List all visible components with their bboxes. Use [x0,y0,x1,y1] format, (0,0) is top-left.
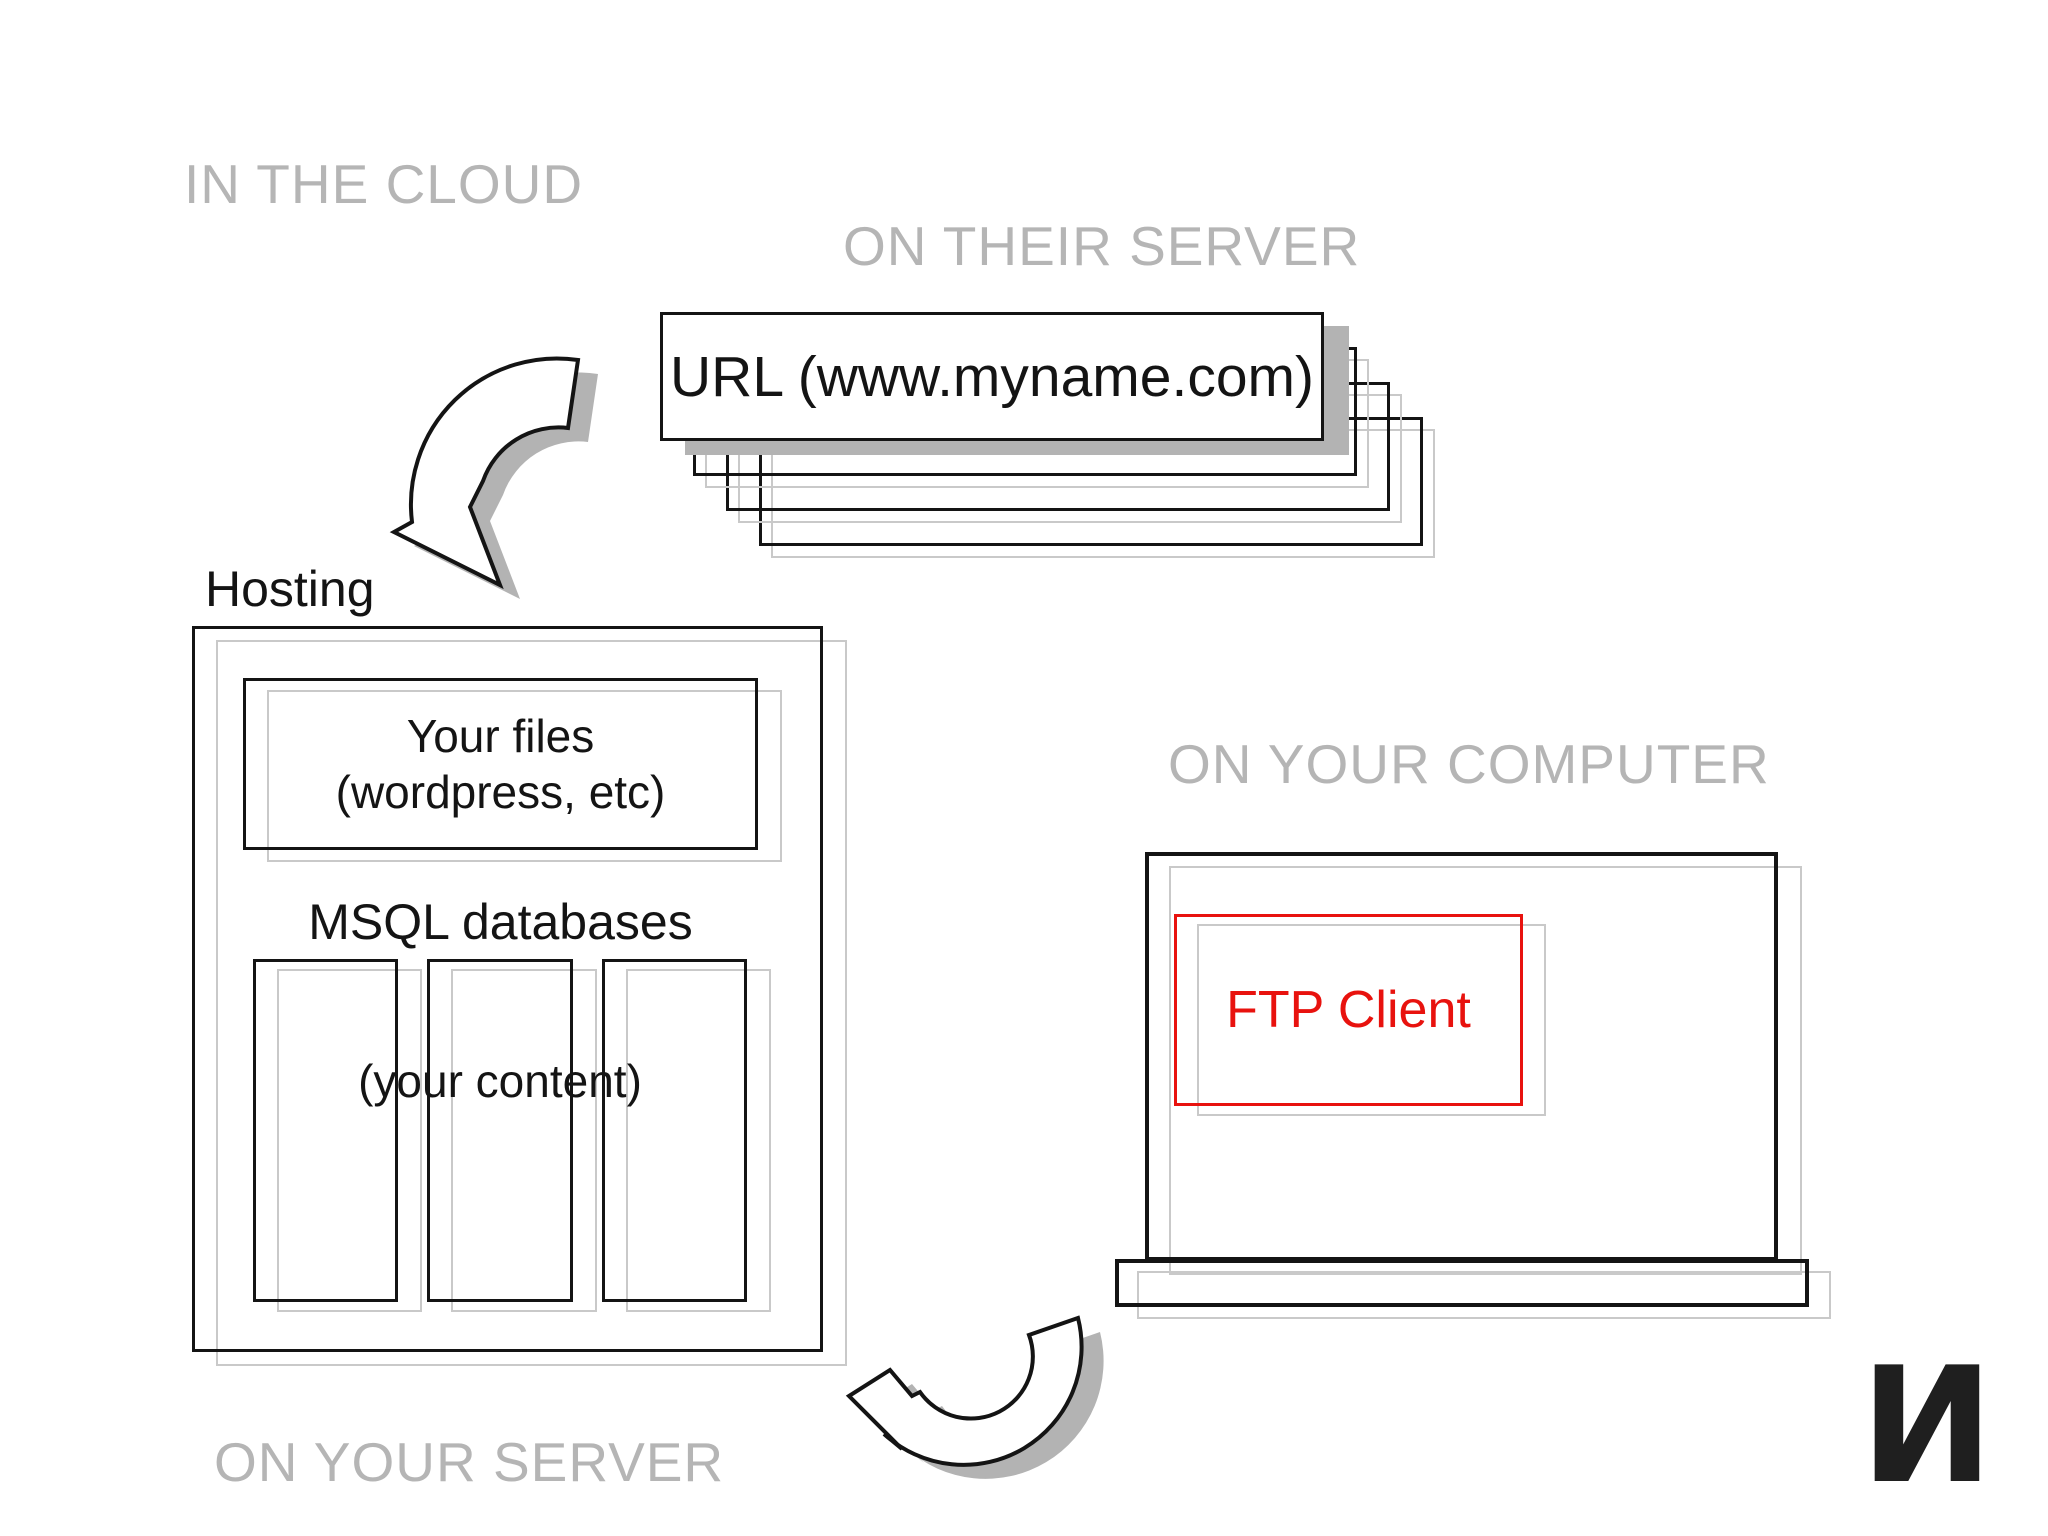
files-box-line1: Your files [406,709,595,762]
url-label: URL (www.myname.com) [670,344,1314,409]
ftp-client-label: FTP Client [1226,981,1471,1039]
db-column-ghost-2 [451,969,597,1312]
laptop-base [1115,1259,1809,1307]
laptop-screen-ghost [1169,866,1802,1275]
arrow-url-to-hosting-icon [389,356,598,599]
ftp-client-box: FTP Client [1174,914,1523,1106]
databases-caption: (your content) [358,1055,642,1107]
label-on-their-server: ON THEIR SERVER [843,215,1361,277]
label-on-your-server: ON YOUR SERVER [214,1431,725,1493]
hosting-box [192,626,823,1352]
db-column-ghost-3 [626,969,771,1312]
label-on-your-computer: ON YOUR COMPUTER [1168,733,1770,795]
label-in-the-cloud: IN THE CLOUD [184,153,584,215]
files-box-ghost [267,690,782,862]
mirrored-n-logo: И [1860,1332,1994,1519]
db-column-ghost-1 [277,969,422,1312]
laptop-base-ghost [1137,1271,1831,1319]
arrow-computer-to-server-icon [845,1315,1104,1479]
files-box: Your files (wordpress, etc) [243,678,758,850]
ftp-client-box-ghost [1197,924,1546,1116]
hosting-title: Hosting [205,561,375,617]
db-column-3 [602,959,747,1302]
files-box-line2: (wordpress, etc) [335,766,666,818]
db-column-1 [253,959,398,1302]
hosting-box-ghost [216,640,847,1366]
db-column-2 [427,959,573,1302]
databases-heading: MSQL databases [308,894,693,950]
url-card: URL (www.myname.com) [660,312,1324,441]
